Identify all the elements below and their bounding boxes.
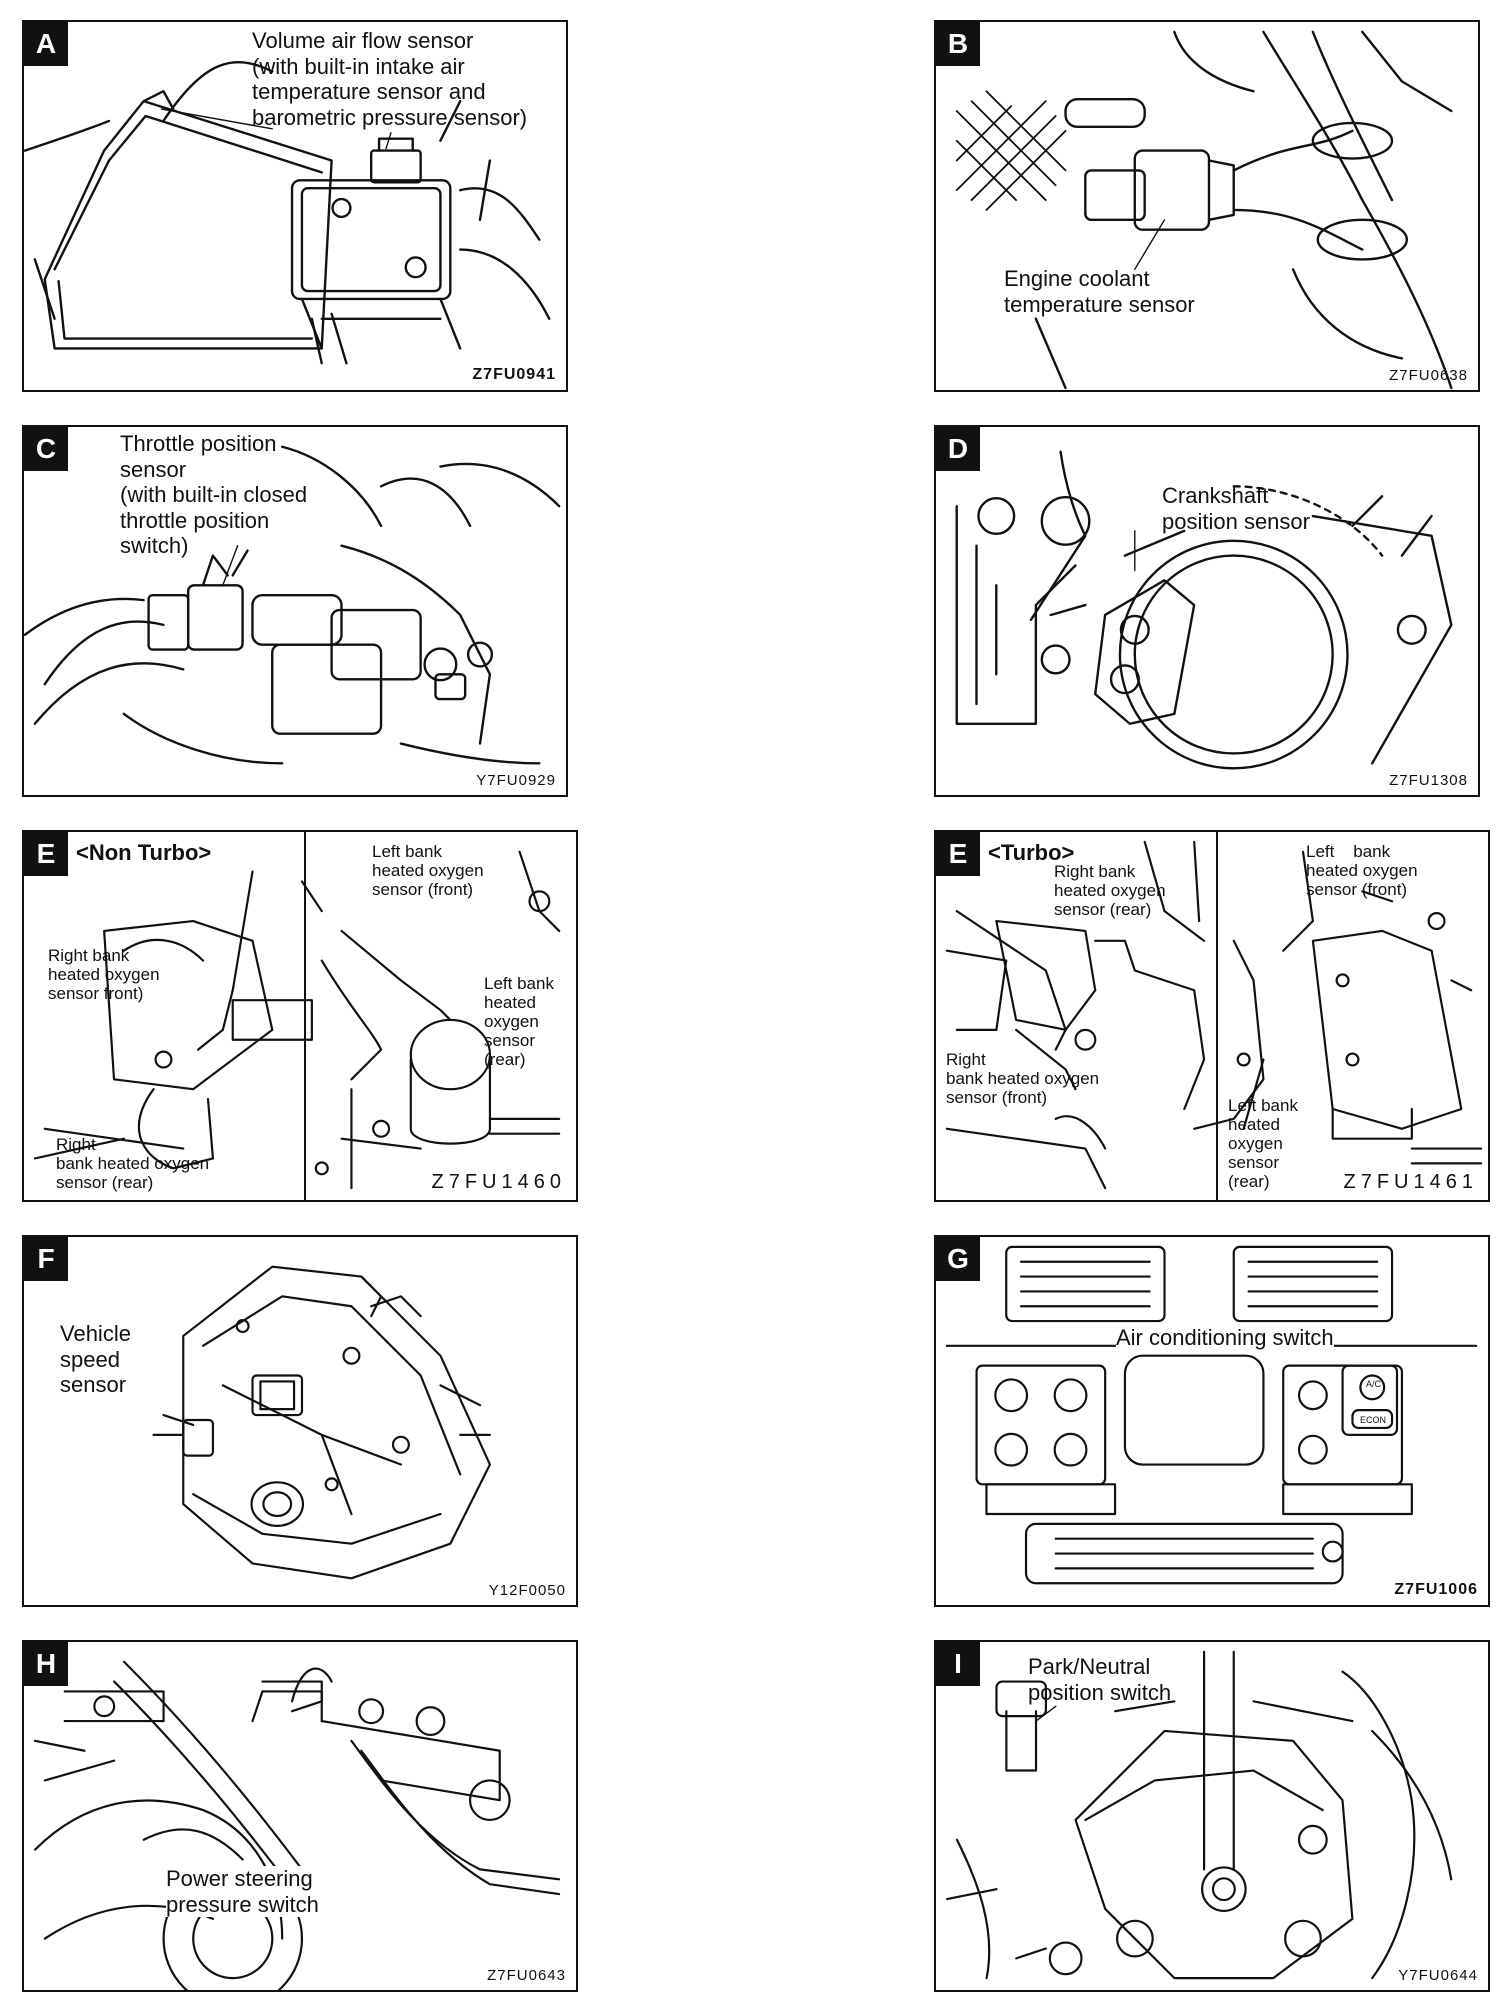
panel-letter: D: [936, 427, 980, 471]
panel-g: G Air conditioning switch A/C ECON Z7FU1…: [934, 1235, 1490, 1607]
callout-left-bank-sensor-front: Left bank heated oxygen sensor (front): [1306, 842, 1418, 900]
power-steering-pressure-switch-illustration: [33, 1660, 561, 1990]
panel-letter: C: [24, 427, 68, 471]
panel-b: B Engine coolant temperature sensor Z7FU…: [934, 20, 1480, 392]
panel-e-non-turbo: E <Non Turbo> Right bank heated oxygen s…: [22, 830, 578, 1202]
callout-left-bank-sensor-rear: Left bank heated oxygen sensor (rear): [1228, 1096, 1298, 1192]
panel-f: F Vehicle speed sensor Y12F0050: [22, 1235, 578, 1607]
panel-letter: I: [936, 1642, 980, 1686]
figure-code: Z7FU1006: [1394, 1581, 1478, 1598]
turbo-oxygen-sensors-illustration: [945, 840, 1483, 1190]
figure-code: Z7FU1308: [1389, 772, 1468, 789]
engine-coolant-sensor-illustration: [955, 30, 1453, 390]
figure-code: Z7FU1460: [431, 1171, 566, 1193]
callout-right-bank-sensor-rear: Right bank heated oxygen sensor (rear): [56, 1135, 210, 1193]
variant-title: <Non Turbo>: [76, 840, 212, 865]
callout-left-bank-sensor-rear: Left bank heated oxygen sensor (rear): [484, 974, 554, 1070]
panel-d: D Crankshaft position sensor Z7FU1308: [934, 425, 1480, 797]
callout-vehicle-speed-sensor: Vehicle speed sensor: [60, 1321, 131, 1398]
throttle-position-sensor-illustration: [24, 445, 561, 765]
callout-air-conditioning-switch: Air conditioning switch: [1116, 1325, 1334, 1351]
callout-crankshaft-position-sensor: Crankshaft position sensor: [1162, 483, 1310, 534]
panel-letter: A: [24, 22, 68, 66]
callout-right-bank-sensor-front: Right bank heated oxygen sensor (front): [946, 1050, 1100, 1108]
panel-letter: G: [936, 1237, 980, 1281]
panel-e-turbo: E <Turbo> Right bank heated oxygen senso…: [934, 830, 1490, 1202]
panel-letter: E: [936, 832, 980, 876]
figure-code: Z7FU0941: [472, 366, 556, 383]
panel-i: I Park/Neutral position switch Y7FU0644: [934, 1640, 1490, 1992]
callout-left-bank-sensor-front: Left bank heated oxygen sensor (front): [372, 842, 484, 900]
callout-power-steering-pressure-switch: Power steering pressure switch: [166, 1866, 319, 1918]
panel-letter: B: [936, 22, 980, 66]
figure-code: Z7FU0638: [1389, 367, 1468, 384]
view-divider: [1216, 832, 1218, 1200]
air-conditioning-switch-illustration: [945, 1245, 1478, 1585]
callout-park-neutral-position-switch: Park/Neutral position switch: [1028, 1654, 1172, 1705]
variant-title: <Turbo>: [988, 840, 1075, 865]
ac-button-label: A/C: [1366, 1379, 1382, 1389]
panel-c: C Throttle position sensor (with built-i…: [22, 425, 568, 797]
panel-letter: F: [24, 1237, 68, 1281]
figure-code: Z7FU1461: [1343, 1171, 1478, 1193]
figure-code: Y7FU0929: [476, 772, 556, 789]
panel-a: A Volume air flow sensor (with built-in …: [22, 20, 568, 392]
callout-engine-coolant-temperature-sensor: Engine coolant temperature sensor: [1004, 266, 1195, 317]
figure-code: Z7FU0643: [487, 1967, 566, 1984]
figure-code: Y7FU0644: [1398, 1967, 1478, 1984]
callout-right-bank-sensor-rear: Right bank heated oxygen sensor (rear): [1054, 862, 1166, 920]
econ-button-label: ECON: [1360, 1415, 1387, 1425]
non-turbo-oxygen-sensors-illustration: [33, 850, 561, 1190]
panel-h: H Power steering pressure switch Z7FU064…: [22, 1640, 578, 1992]
figure-code: Y12F0050: [488, 1582, 566, 1599]
crankshaft-position-sensor-illustration: [955, 450, 1453, 770]
panel-letter: E: [24, 832, 68, 876]
volume-air-flow-sensor-illustration: [24, 61, 551, 365]
callout-throttle-position-sensor: Throttle position sensor (with built-in …: [120, 431, 308, 559]
view-divider: [304, 832, 306, 1200]
vehicle-speed-sensor-illustration: [152, 1265, 492, 1580]
callout-right-bank-sensor-front: Right bank heated oxygen sensor front): [48, 946, 160, 1004]
panel-letter: H: [24, 1642, 68, 1686]
park-neutral-position-switch-illustration: [945, 1650, 1453, 1980]
callout-volume-air-flow-sensor: Volume air flow sensor (with built-in in…: [252, 28, 528, 130]
